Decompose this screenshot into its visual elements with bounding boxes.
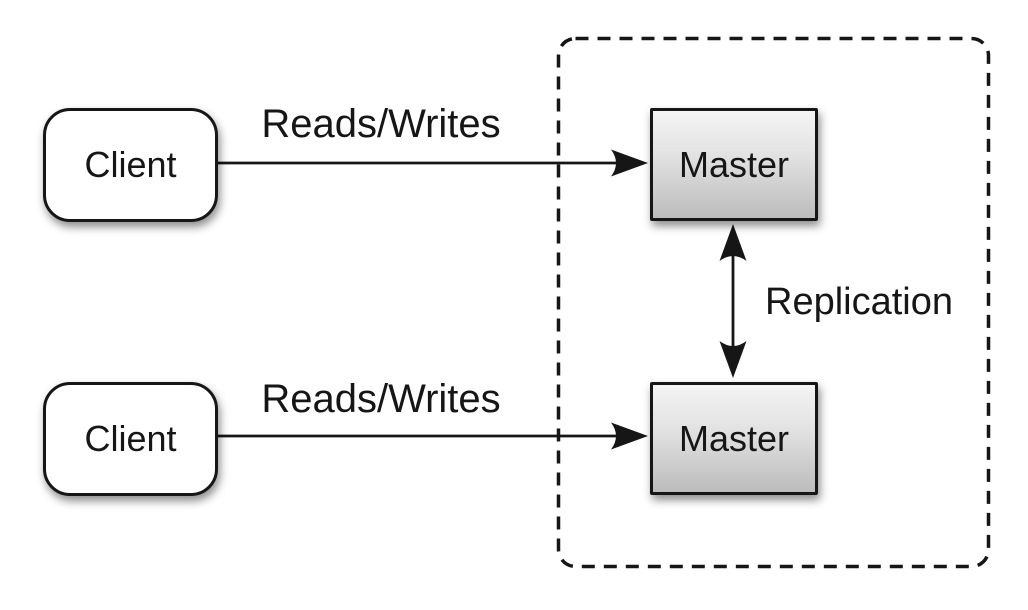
node-client-top: Client	[43, 108, 218, 222]
arrow-bottom-reads-writes	[217, 422, 648, 450]
node-master-bottom: Master	[650, 382, 818, 495]
node-client-bottom: Client	[43, 382, 218, 496]
edge-label-replication: Replication	[765, 281, 953, 323]
arrow-replication-two-way	[719, 224, 747, 378]
edge-label-reads-writes-bottom: Reads/Writes	[261, 377, 501, 421]
node-master-top-label: Master	[678, 143, 790, 185]
arrowhead-right-icon	[611, 149, 648, 177]
node-master-top: Master	[650, 108, 818, 221]
node-master-bottom-label: Master	[678, 417, 790, 459]
arrowhead-down-icon	[719, 341, 747, 378]
arrowhead-up-icon	[719, 224, 747, 261]
edge-label-reads-writes-top: Reads/Writes	[261, 102, 501, 146]
arrowhead-right-icon	[611, 422, 648, 450]
replication-cluster-boundary	[556, 36, 991, 569]
node-client-bottom-label: Client	[84, 418, 177, 459]
node-client-top-label: Client	[84, 144, 177, 185]
arrow-top-reads-writes	[217, 149, 648, 177]
